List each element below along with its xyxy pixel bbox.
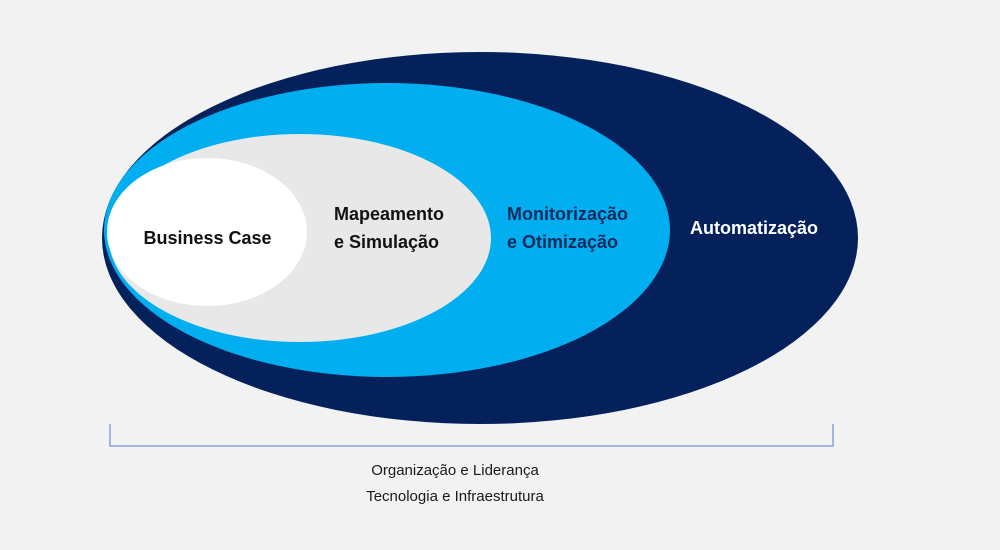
mapeamento-line-2: e Simulação — [334, 232, 440, 252]
mapeamento-line-1: Mapeamento — [334, 204, 445, 224]
footer-line-organizacao: Organização e Liderança — [371, 462, 539, 479]
business-case-text: Business Case — [143, 228, 272, 248]
layer-label-monitorizacao: Monitorização e Otimização — [507, 200, 628, 256]
monitorizacao-line-2: e Otimização — [507, 232, 619, 252]
monitorizacao-line-1: Monitorização — [507, 204, 629, 224]
layer-label-automatizacao: Automatização — [690, 214, 818, 242]
ellipse-business-case — [107, 158, 307, 306]
layer-label-mapeamento: Mapeamento e Simulação — [334, 200, 444, 256]
bracket — [109, 424, 834, 447]
layer-label-business-case: Business Case — [110, 224, 305, 252]
footer-line-tecnologia: Tecnologia e Infraestrutura — [366, 488, 544, 505]
automatizacao-text: Automatização — [690, 218, 819, 238]
